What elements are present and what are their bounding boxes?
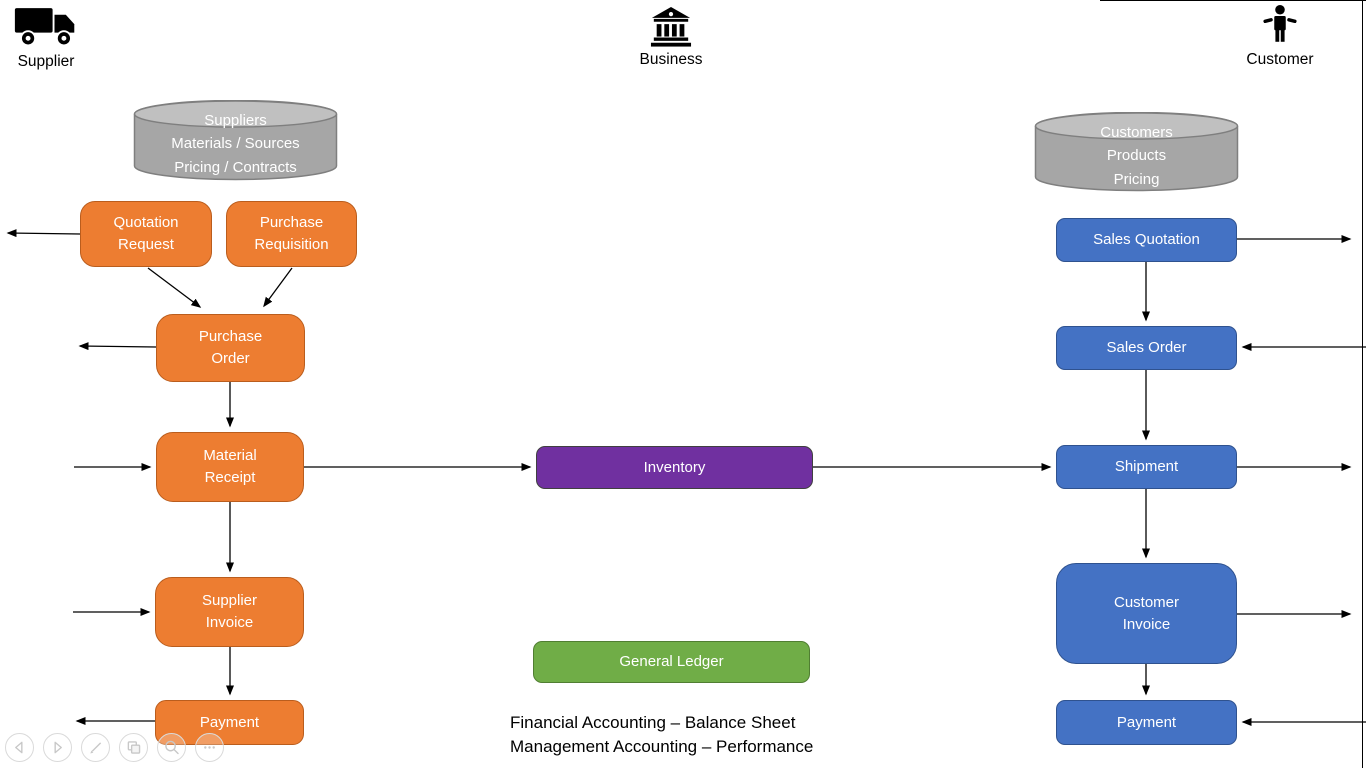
customer-database-cylinder: Customers Products Pricing <box>1034 112 1239 193</box>
box-quotation-request: Quotation Request <box>80 201 212 267</box>
actor-supplier: Supplier <box>4 4 88 71</box>
next-icon <box>54 741 62 754</box>
supplier-database-cylinder: Suppliers Materials / Sources Pricing / … <box>133 100 338 182</box>
pen-tools-button[interactable] <box>81 733 110 762</box>
more-options-button[interactable] <box>195 733 224 762</box>
actor-business-label: Business <box>639 51 703 68</box>
box-shipment: Shipment <box>1056 445 1237 489</box>
person-icon <box>1263 4 1297 42</box>
cylinder-shape <box>1034 112 1239 192</box>
actor-business: Business <box>634 6 708 69</box>
accounting-footnote: Financial Accounting – Balance Sheet Man… <box>510 713 814 756</box>
box-purchase-requisition: Purchase Requisition <box>226 201 357 267</box>
actor-customer-label: Customer <box>1246 51 1314 68</box>
arrow-quotation-request-to-purchase-order <box>147 267 202 308</box>
box-general-ledger: General Ledger <box>533 641 810 683</box>
previous-slide-button[interactable] <box>5 733 34 762</box>
box-sales-quotation: Sales Quotation <box>1056 218 1237 262</box>
pen-icon <box>90 742 102 754</box>
customer-database-label: Customers Products Pricing <box>1100 124 1173 188</box>
actor-supplier-label: Supplier <box>17 53 75 70</box>
box-purchase-order: Purchase Order <box>156 314 305 382</box>
arrow-purchase-requisition-to-purchase-order <box>263 267 293 308</box>
box-inventory: Inventory <box>536 446 813 489</box>
actor-customer: Customer <box>1242 4 1318 69</box>
box-supplier-invoice: Supplier Invoice <box>155 577 304 647</box>
previous-icon <box>15 741 23 754</box>
cylinder-shape <box>133 100 338 181</box>
box-sales-order: Sales Order <box>1056 326 1237 370</box>
box-material-receipt: Material Receipt <box>156 432 304 502</box>
supplier-database-label: Suppliers Materials / Sources Pricing / … <box>171 112 300 176</box>
presenter-toolbar <box>5 733 224 762</box>
box-customer-invoice: Customer Invoice <box>1056 563 1237 664</box>
next-slide-button[interactable] <box>43 733 72 762</box>
bank-icon <box>650 6 692 47</box>
truck-icon <box>14 8 75 47</box>
arrow-quotation-request-to-supplier <box>6 229 81 238</box>
arrow-purchase-order-to-supplier <box>78 342 157 351</box>
magnifier-icon <box>165 740 179 755</box>
slides-grid-icon <box>127 741 141 754</box>
zoom-slide-button[interactable] <box>157 733 186 762</box>
see-all-slides-button[interactable] <box>119 733 148 762</box>
box-customer-payment: Payment <box>1056 700 1237 745</box>
ellipsis-icon <box>204 746 215 749</box>
